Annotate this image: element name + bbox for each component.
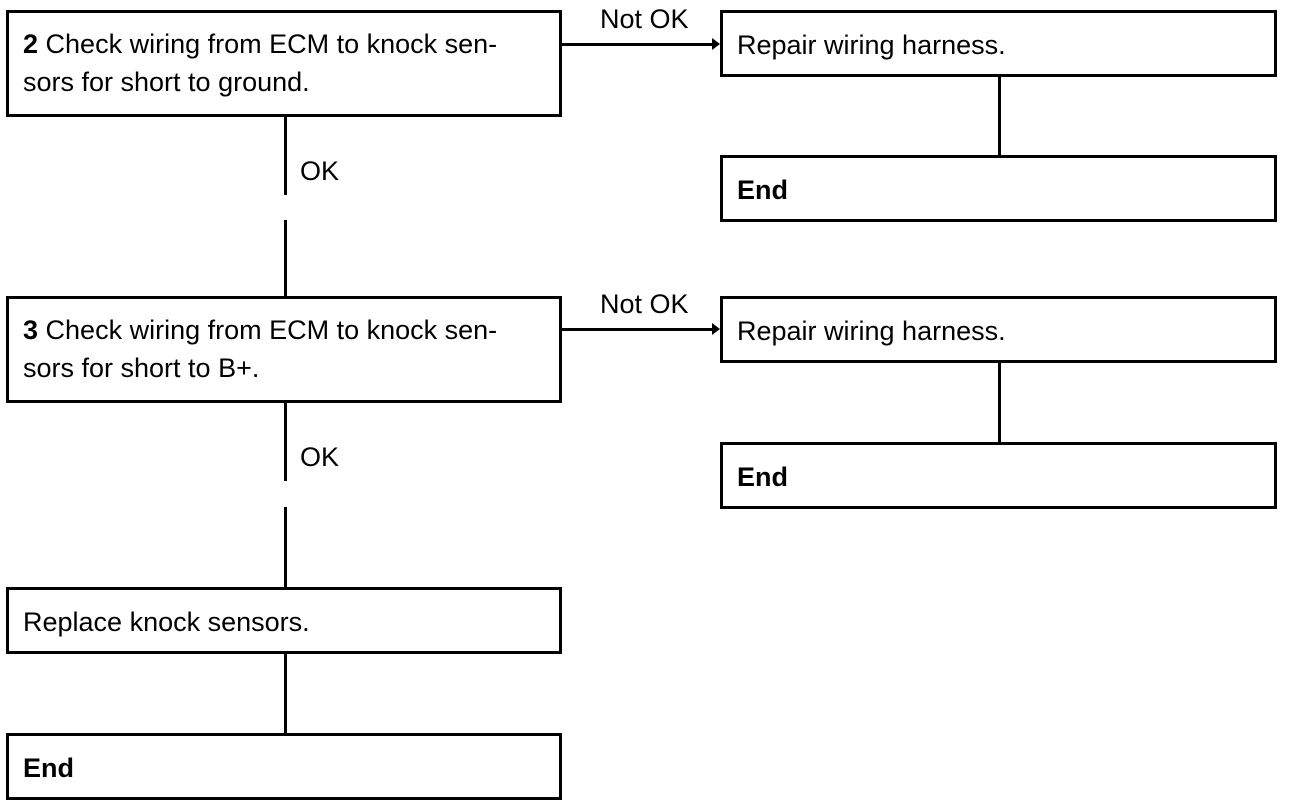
step-3-number: 3 xyxy=(23,315,39,345)
step-3-ok-connector-upper xyxy=(284,403,287,481)
step-2-not-ok-connector xyxy=(562,43,714,46)
step-2-repair-text: Repair wiring harness. xyxy=(737,30,1006,60)
step-2-ok-label: OK xyxy=(300,156,340,186)
step-3-not-ok-arrowhead xyxy=(712,323,720,335)
step-2-not-ok-label: Not OK xyxy=(600,4,689,34)
replace-knock-sensors-text: Replace knock sensors. xyxy=(23,607,310,637)
step-2-text-line1: Check wiring from ECM to knock sen- xyxy=(45,29,498,59)
step-3-repair-box: Repair wiring harness. xyxy=(720,296,1277,363)
step-2-ok-connector-lower xyxy=(284,220,287,296)
step-3-repair-text: Repair wiring harness. xyxy=(737,316,1006,346)
step-3-repair-end-box: End xyxy=(720,442,1277,509)
step-3-repair-connector xyxy=(998,363,1001,442)
step-3-not-ok-connector xyxy=(562,328,714,331)
final-end-box: End xyxy=(6,733,562,800)
step-2-ok-connector-upper xyxy=(284,117,287,195)
step-2-repair-box: Repair wiring harness. xyxy=(720,10,1277,77)
step-2-repair-connector xyxy=(998,77,1001,155)
step-3-not-ok-label: Not OK xyxy=(600,289,689,319)
step-3-repair-end-text: End xyxy=(737,462,788,492)
step-3-ok-connector-lower xyxy=(284,507,287,587)
step-2-not-ok-arrowhead xyxy=(712,38,720,50)
step-2-repair-end-box: End xyxy=(720,155,1277,222)
step-3-box: 3 Check wiring from ECM to knock sen- so… xyxy=(6,296,562,403)
step-2-number: 2 xyxy=(23,29,39,59)
step-3-text-line2: sors for short to B+. xyxy=(23,353,260,383)
final-end-text: End xyxy=(23,753,74,783)
step-3-text-line1: Check wiring from ECM to knock sen- xyxy=(45,315,498,345)
step-2-box: 2 Check wiring from ECM to knock sen- so… xyxy=(6,10,562,117)
step-2-text-line2: sors for short to ground. xyxy=(23,67,310,97)
final-connector xyxy=(284,654,287,733)
step-3-ok-label: OK xyxy=(300,442,340,472)
step-2-repair-end-text: End xyxy=(737,175,788,205)
replace-knock-sensors-box: Replace knock sensors. xyxy=(6,587,562,654)
